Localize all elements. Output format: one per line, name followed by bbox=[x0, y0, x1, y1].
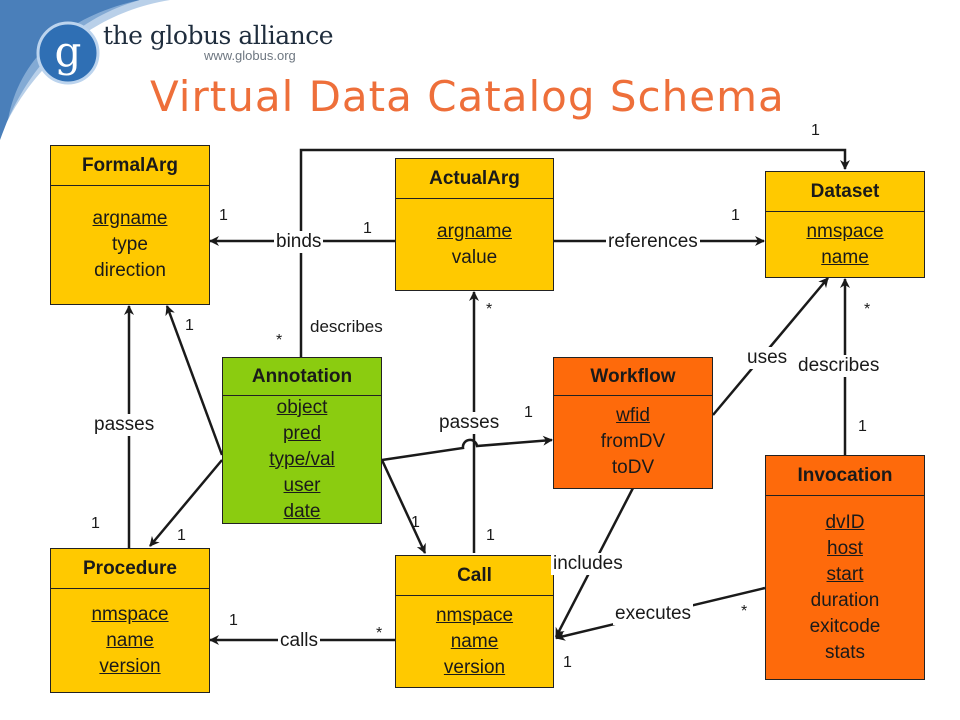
logo-name: the globus alliance bbox=[103, 21, 334, 50]
class-attribute: nmspace bbox=[91, 603, 169, 625]
class-attributes: nmspace name version bbox=[51, 589, 209, 692]
multiplicity-label: * bbox=[376, 625, 383, 642]
class-attribute: version bbox=[443, 656, 506, 678]
class-attribute: exitcode bbox=[809, 615, 881, 637]
multiplicity-label: 1 bbox=[524, 404, 533, 421]
class-procedure: Procedure nmspace name version bbox=[50, 548, 210, 693]
class-attribute: stats bbox=[824, 641, 866, 663]
class-attribute: dvID bbox=[825, 511, 865, 533]
multiplicity-label: 1 bbox=[858, 418, 867, 435]
label-binds: binds bbox=[274, 231, 324, 253]
multiplicity-label: 1 bbox=[219, 207, 228, 224]
label-uses: uses bbox=[745, 347, 790, 369]
class-invocation: Invocation dvID host start duration exitcode… bbox=[765, 455, 925, 680]
class-name: Procedure bbox=[51, 549, 209, 589]
multiplicity-label: * bbox=[276, 332, 283, 349]
multiplicity-label: 1 bbox=[731, 207, 740, 224]
class-attribute: nmspace bbox=[806, 220, 884, 242]
class-name: Workflow bbox=[554, 358, 712, 396]
globus-logo-icon: g bbox=[36, 21, 100, 85]
class-name: Annotation bbox=[223, 358, 381, 396]
class-attribute: value bbox=[451, 246, 498, 268]
class-attribute: direction bbox=[94, 260, 166, 281]
label-describes-top: describes bbox=[308, 316, 385, 338]
class-actualarg: ActualArg argname value bbox=[395, 158, 554, 291]
multiplicity-label: 1 bbox=[363, 220, 372, 237]
header-swoosh-accent bbox=[0, 0, 170, 120]
multiplicity-label: 1 bbox=[229, 612, 238, 629]
multiplicity-label: 1 bbox=[185, 317, 194, 334]
class-attribute: toDV bbox=[611, 457, 655, 478]
class-attribute: fromDV bbox=[600, 431, 666, 452]
class-attribute: name bbox=[450, 630, 499, 652]
class-attributes: dvID host start duration exitcode stats bbox=[766, 496, 924, 679]
class-attribute: user bbox=[283, 474, 321, 496]
multiplicity-label: * bbox=[864, 301, 871, 318]
multiplicity-label: 1 bbox=[811, 122, 820, 139]
class-attributes: argname value bbox=[396, 199, 553, 290]
class-attribute: wfid bbox=[616, 405, 650, 426]
class-dataset: Dataset nmspace name bbox=[765, 171, 925, 278]
multiplicity-label: * bbox=[486, 301, 493, 318]
class-attribute: pred bbox=[282, 422, 322, 444]
class-attribute: argname bbox=[437, 220, 512, 242]
class-attributes: nmspace name bbox=[766, 212, 924, 277]
label-includes: includes bbox=[551, 553, 625, 575]
label-calls: calls bbox=[278, 630, 321, 652]
multiplicity-label: 1 bbox=[563, 654, 572, 671]
class-attributes: argname type direction bbox=[51, 186, 209, 304]
class-attribute: type bbox=[112, 234, 148, 255]
class-attribute: version bbox=[99, 655, 161, 677]
multiplicity-label: * bbox=[741, 603, 748, 620]
class-attributes: object pred type/val user date bbox=[223, 396, 381, 523]
edge-annotation-describes-dataset bbox=[299, 148, 850, 357]
class-attribute: date bbox=[283, 500, 321, 522]
class-attribute: duration bbox=[810, 589, 880, 611]
class-name: Call bbox=[396, 556, 553, 596]
class-attribute: name bbox=[821, 246, 869, 268]
multiplicity-label: 1 bbox=[486, 527, 495, 544]
label-executes: executes bbox=[613, 603, 694, 625]
label-references: references bbox=[606, 231, 700, 253]
edge-annotation-procedure bbox=[149, 459, 223, 547]
logo-url: www.globus.org bbox=[204, 48, 296, 63]
edge-annotation-workflow bbox=[381, 435, 553, 462]
multiplicity-label: 1 bbox=[177, 527, 186, 544]
label-passes-left: passes bbox=[92, 414, 157, 436]
multiplicity-label: 1 bbox=[91, 515, 100, 532]
label-describes-right: describes bbox=[796, 355, 882, 377]
class-name: FormalArg bbox=[51, 146, 209, 186]
class-workflow: Workflow wfid fromDV toDV bbox=[553, 357, 713, 489]
class-name: Dataset bbox=[766, 172, 924, 212]
label-passes-mid: passes bbox=[437, 412, 502, 434]
page-title: Virtual Data Catalog Schema bbox=[150, 72, 785, 121]
edge-annotation-formalarg bbox=[165, 305, 224, 456]
class-attributes: wfid fromDV toDV bbox=[554, 396, 712, 488]
class-attribute: name bbox=[106, 629, 154, 651]
class-name: Invocation bbox=[766, 456, 924, 496]
class-annotation: Annotation object pred type/val user date bbox=[222, 357, 382, 524]
class-attribute: host bbox=[827, 537, 863, 559]
svg-text:g: g bbox=[55, 27, 82, 76]
class-attribute: object bbox=[276, 396, 328, 418]
class-attributes: nmspace name version bbox=[396, 596, 553, 687]
class-call: Call nmspace name version bbox=[395, 555, 554, 688]
multiplicity-label: 1 bbox=[411, 514, 420, 531]
class-formalarg: FormalArg argname type direction bbox=[50, 145, 210, 305]
class-name: ActualArg bbox=[396, 159, 553, 199]
edge-annotation-call bbox=[380, 459, 427, 554]
class-attribute: nmspace bbox=[435, 604, 514, 626]
class-attribute: type/val bbox=[269, 448, 335, 470]
edge-workflow-uses-dataset bbox=[712, 277, 829, 416]
class-attribute: start bbox=[826, 563, 864, 585]
header-swoosh bbox=[0, 0, 140, 140]
class-attribute: argname bbox=[92, 208, 168, 229]
